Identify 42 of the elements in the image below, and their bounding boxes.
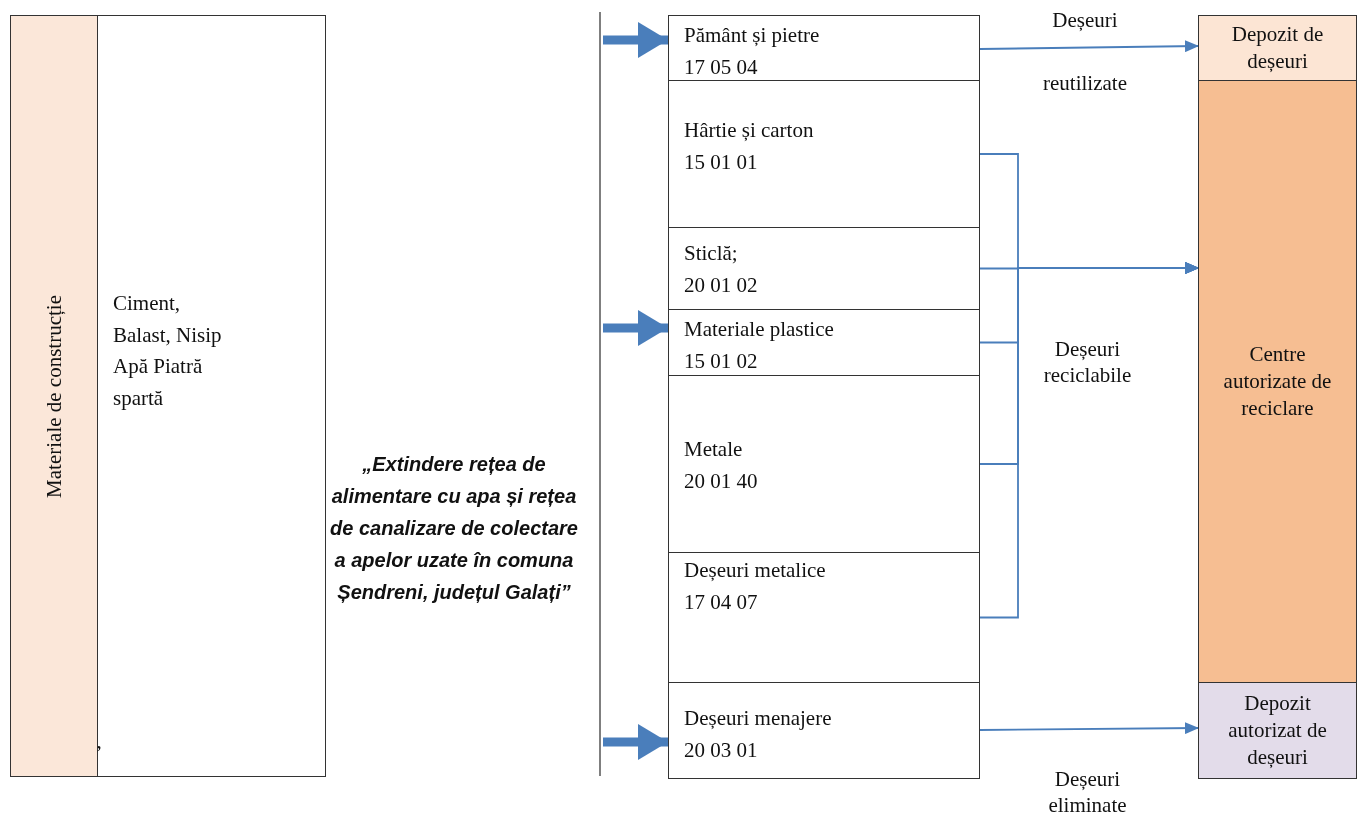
waste-cell <box>668 15 980 81</box>
waste-name: Deșeuri metalice <box>684 557 827 584</box>
edge-label: Deșeuri reutilizate <box>1042 7 1128 97</box>
waste-cell <box>668 80 980 228</box>
materials-list: Ciment, Balast, Nisip Apă Piatră spartă <box>113 288 223 414</box>
waste-cell <box>668 552 980 683</box>
arrow <box>979 722 1199 735</box>
waste-cell <box>668 682 980 779</box>
category-label: Materiale de construcție <box>41 294 67 498</box>
bracket-arrow <box>979 262 1199 619</box>
waste-name: Materiale plastice <box>684 316 835 343</box>
category-box <box>10 15 98 777</box>
destination-label: Centre autorizate de reciclare <box>1222 340 1333 423</box>
block-arrow <box>603 22 668 58</box>
stray-mark: , <box>95 728 103 755</box>
waste-code: 15 01 01 <box>684 148 759 176</box>
waste-name: Pământ și pietre <box>684 22 821 49</box>
project-title: „Extindere rețea de alimentare cu apa și rețea de canalizare de colectare a apelor uzate în comuna Șendreni, județul Galați” <box>322 448 586 748</box>
waste-code: 17 05 04 <box>684 53 759 81</box>
materials-box <box>97 15 326 777</box>
block-arrow <box>603 724 668 760</box>
destination-label: Depozit autorizat de deșeuri <box>1227 689 1328 772</box>
destination-box <box>1198 80 1357 683</box>
waste-code: 20 01 40 <box>684 467 759 495</box>
waste-code: 20 01 02 <box>684 271 759 299</box>
waste-code: 15 01 02 <box>684 347 759 375</box>
waste-code: 20 03 01 <box>684 736 759 764</box>
waste-cell <box>668 227 980 310</box>
waste-name: Deșeuri menajere <box>684 705 833 732</box>
destination-box <box>1198 682 1357 779</box>
text-label: Deșeuri reciclabile <box>1042 336 1133 389</box>
waste-code: 17 04 07 <box>684 588 759 616</box>
waste-name: Hârtie și carton <box>684 117 815 144</box>
waste-name: Sticlă; <box>684 240 739 267</box>
block-arrow <box>603 310 668 346</box>
arrow <box>979 40 1199 53</box>
waste-cell <box>668 309 980 376</box>
destination-label: Depozit de deșeuri <box>1230 20 1325 75</box>
waste-cell <box>668 375 980 553</box>
destination-box <box>1198 15 1357 81</box>
edge-label: Deșeuri eliminate <box>1047 766 1128 819</box>
waste-name: Metale <box>684 436 744 463</box>
